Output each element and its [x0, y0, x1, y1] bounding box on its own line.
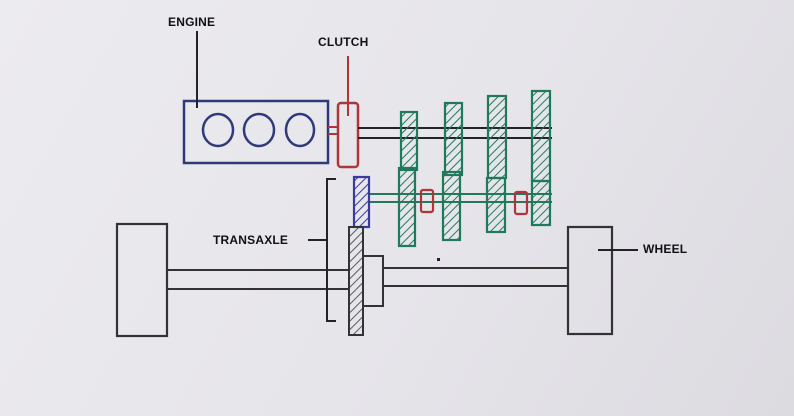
gear-2: [443, 101, 464, 177]
ink-dot: [437, 258, 440, 261]
synchronizers: [419, 188, 529, 216]
counter-gear-1: [397, 166, 417, 248]
cylinder-1: [201, 112, 235, 148]
counter-gears: [397, 166, 552, 248]
clutch-label: CLUTCH: [318, 35, 369, 49]
gear-4: [530, 89, 552, 183]
left-wheel: [115, 222, 169, 338]
input-gears: [399, 89, 552, 183]
gear-3: [486, 94, 508, 180]
counter-gear-3: [485, 176, 507, 234]
cylinder-2: [242, 112, 276, 148]
counter-gear-4: [530, 179, 552, 227]
engine-output-shaft: [328, 126, 338, 135]
right-wheel: [566, 225, 614, 336]
synchro-2: [513, 190, 529, 216]
gear-1: [399, 110, 419, 172]
engine-block: [182, 99, 330, 165]
axle: [167, 267, 568, 290]
synchro-1: [419, 188, 435, 214]
ring-gear: [348, 226, 364, 336]
counter-gear-2: [441, 170, 462, 242]
transaxle-bracket: [308, 178, 336, 322]
differential-housing: [362, 255, 384, 307]
transaxle-drive-gear: [352, 175, 371, 229]
cylinder-3: [284, 112, 316, 148]
engine-label: ENGINE: [168, 15, 216, 29]
wheel-label: WHEEL: [643, 242, 688, 256]
transaxle-label: TRANSAXLE: [213, 233, 289, 247]
